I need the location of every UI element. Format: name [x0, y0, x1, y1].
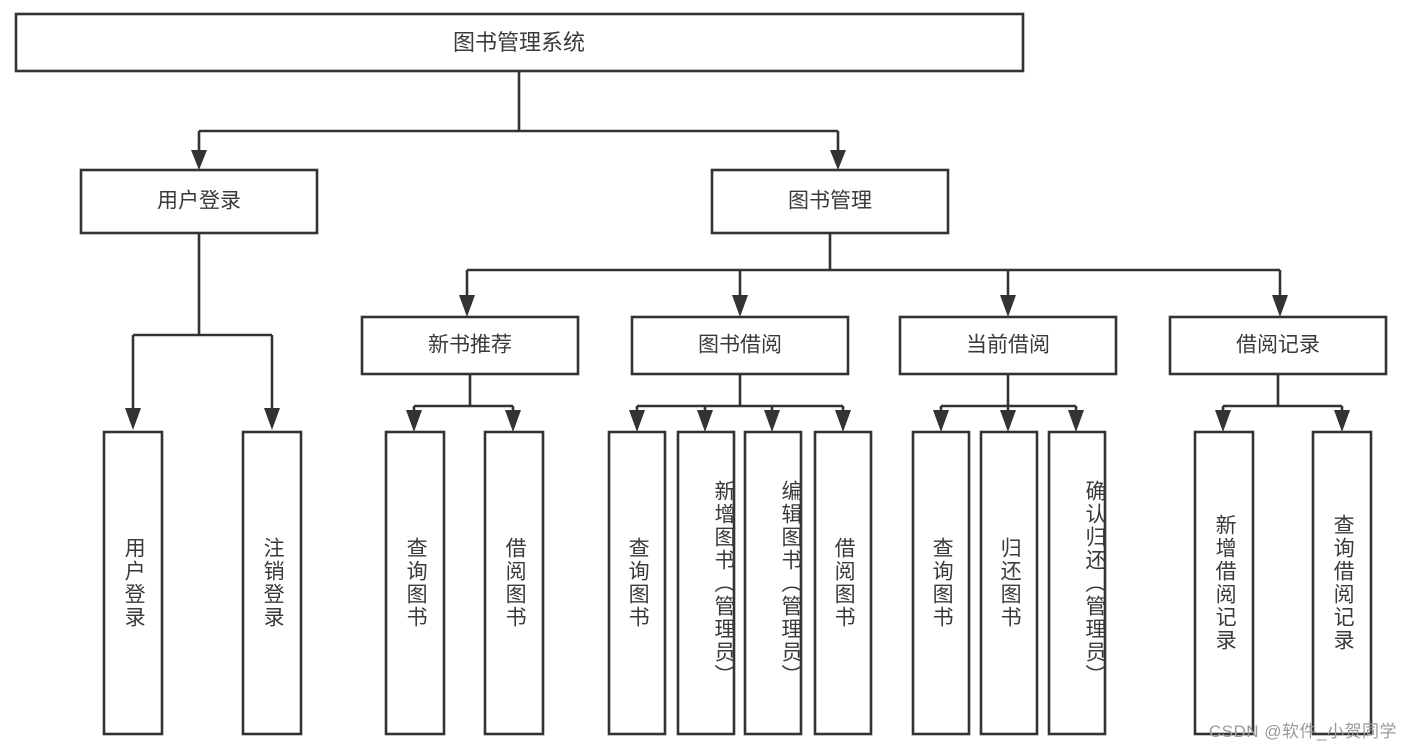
node-leaf-query-borrow-record[interactable]	[1311, 430, 1373, 736]
node-level2-user-login[interactable]: 用户登录	[79, 168, 319, 235]
node-leaf-user-login[interactable]	[102, 430, 164, 736]
node-level2-user-login-label: 用户登录	[157, 190, 241, 213]
connector-userlogin-to-leaves	[125, 233, 280, 430]
connector-newbook-to-leaves	[406, 374, 521, 432]
connector-current-to-leaves	[933, 374, 1084, 432]
connector-records-to-leaves	[1215, 374, 1350, 432]
csdn-watermark: CSDN @软件_小贺同学	[1208, 722, 1397, 741]
node-root[interactable]: 图书管理系统	[14, 12, 1025, 73]
node-level3-book-borrow[interactable]: 图书借阅	[630, 315, 850, 376]
node-level3-new-book-recommend[interactable]: 新书推荐	[360, 315, 580, 376]
node-root-label: 图书管理系统	[453, 30, 585, 55]
node-leaf-logout[interactable]	[241, 430, 303, 736]
connector-root-to-level2	[191, 71, 846, 170]
node-level3-current-borrow[interactable]: 当前借阅	[898, 315, 1118, 376]
node-level3-current-borrow-label: 当前借阅	[966, 334, 1050, 357]
node-leaf-query-book-3[interactable]	[911, 430, 971, 736]
node-level3-book-borrow-label: 图书借阅	[698, 334, 782, 357]
node-level3-new-book-recommend-label: 新书推荐	[428, 334, 512, 357]
node-leaf-borrow-book-1[interactable]	[483, 430, 545, 736]
node-level2-book-management[interactable]: 图书管理	[710, 168, 950, 235]
connector-borrow-to-leaves	[629, 374, 851, 432]
node-level3-borrow-records-label: 借阅记录	[1236, 334, 1320, 357]
node-leaf-add-book-admin[interactable]	[676, 430, 736, 736]
node-leaf-add-borrow-record[interactable]	[1193, 430, 1255, 736]
node-leaf-return-book[interactable]	[979, 430, 1039, 736]
node-leaf-query-book-1[interactable]	[384, 430, 446, 736]
node-leaf-query-book-2[interactable]	[607, 430, 667, 736]
connector-bookmgmt-to-level3	[459, 233, 1288, 317]
node-level2-book-management-label: 图书管理	[788, 190, 872, 213]
node-leaf-edit-book-admin[interactable]	[743, 430, 803, 736]
node-leaf-borrow-book-2[interactable]	[813, 430, 873, 736]
node-level3-borrow-records[interactable]: 借阅记录	[1168, 315, 1388, 376]
node-leaf-confirm-return-admin[interactable]	[1047, 430, 1107, 736]
